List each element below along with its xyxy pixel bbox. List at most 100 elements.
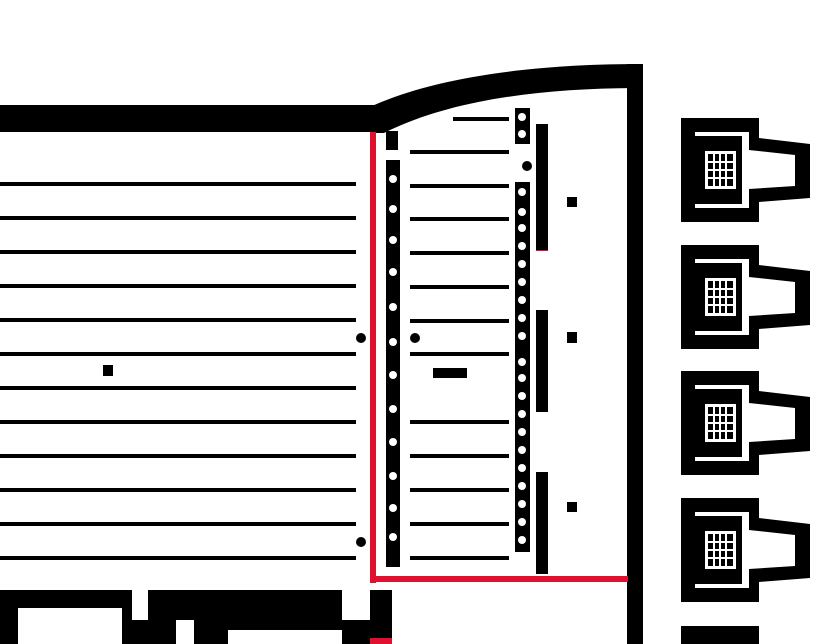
column-dot — [389, 533, 397, 541]
hall-row — [0, 250, 356, 254]
hall-top-wall — [0, 105, 378, 132]
grid-window-icon — [705, 404, 736, 442]
column-dot — [389, 268, 397, 276]
wing-row — [410, 454, 509, 458]
boundary-dot — [410, 333, 420, 343]
hall-row — [0, 556, 356, 560]
wing-row — [410, 251, 509, 255]
side-unit — [681, 118, 810, 222]
wing-right-wall — [627, 64, 643, 644]
hall-row — [0, 386, 356, 390]
column-dot — [518, 224, 526, 232]
column-dot — [389, 338, 397, 346]
wing-row — [410, 184, 509, 188]
hall-row — [0, 420, 356, 424]
column-strip-top — [386, 131, 398, 150]
column-dot — [518, 518, 526, 526]
accent-bottom-line — [370, 576, 628, 582]
wing-row — [410, 488, 509, 492]
hall-row — [0, 284, 356, 288]
column-dot — [518, 446, 526, 454]
column-dot — [518, 130, 526, 138]
column-dot — [389, 472, 397, 480]
column-dot — [518, 296, 526, 304]
boundary-dot — [356, 333, 366, 343]
hall-row — [0, 216, 356, 220]
hall-seating-rows — [0, 182, 356, 560]
column-dot — [518, 278, 526, 286]
column-dot — [389, 438, 397, 446]
column-dot — [518, 500, 526, 508]
column-strip-right — [515, 182, 530, 552]
column-dot — [518, 188, 526, 196]
column-dot-solid — [522, 161, 532, 171]
column-dot — [389, 405, 397, 413]
lower-gap — [342, 590, 370, 620]
accent-left-line — [370, 132, 376, 583]
hall-row — [0, 182, 356, 186]
column-dot — [518, 208, 526, 216]
wing-row — [410, 285, 509, 289]
grid-window-icon — [705, 151, 736, 189]
small-square — [567, 332, 577, 343]
lower-red-stub — [370, 638, 392, 644]
column-dot — [518, 428, 526, 436]
side-unit — [681, 498, 810, 602]
column-strip-left — [386, 160, 400, 567]
lower-gap — [228, 630, 342, 644]
wall-segment — [536, 124, 548, 250]
wing-seating-rows — [410, 117, 509, 560]
wing-row — [410, 556, 509, 560]
column-dot — [389, 175, 397, 183]
hall-row — [0, 318, 356, 322]
lower-gap — [132, 590, 148, 620]
side-unit — [681, 245, 810, 349]
column-dot — [518, 314, 526, 322]
column-dot — [389, 205, 397, 213]
wall-segment — [536, 310, 548, 412]
side-unit — [681, 371, 810, 475]
wall-segment — [536, 472, 548, 574]
hall-row — [0, 454, 356, 458]
column-dot — [389, 371, 397, 379]
side-unit-partial — [681, 626, 759, 644]
wing-marker — [433, 368, 467, 378]
column-dot — [389, 236, 397, 244]
wing-row — [410, 352, 509, 356]
column-dots-right — [518, 188, 526, 544]
lower-gap — [176, 620, 194, 644]
column-dot — [518, 260, 526, 268]
column-dot — [518, 482, 526, 490]
column-dot — [389, 504, 397, 512]
small-square — [567, 197, 577, 207]
column-dot — [518, 242, 526, 250]
wing-row — [453, 117, 509, 121]
hall-row — [0, 488, 356, 492]
column-dot — [518, 113, 526, 121]
column-dot — [518, 536, 526, 544]
boundary-dot — [356, 537, 366, 547]
side-units — [681, 118, 810, 644]
column-dots-left — [389, 175, 397, 541]
curved-roof-wall — [372, 64, 643, 133]
grid-window-icon — [705, 531, 736, 569]
column-dot — [518, 410, 526, 418]
column-dot — [389, 303, 397, 311]
column-dot — [518, 464, 526, 472]
hall-row — [0, 522, 356, 526]
small-square — [567, 502, 577, 512]
column-dot — [518, 358, 526, 366]
wing-row — [410, 319, 509, 323]
column-dot — [518, 392, 526, 400]
wing-row — [410, 420, 509, 424]
column-dot — [518, 332, 526, 340]
wing-row — [410, 150, 509, 154]
lower-gap — [18, 608, 122, 644]
wing-row — [410, 522, 509, 526]
hall-marker — [103, 365, 113, 376]
wing-row — [410, 217, 509, 221]
column-dot — [518, 374, 526, 382]
hall-row — [0, 352, 356, 356]
grid-window-icon — [705, 278, 736, 316]
